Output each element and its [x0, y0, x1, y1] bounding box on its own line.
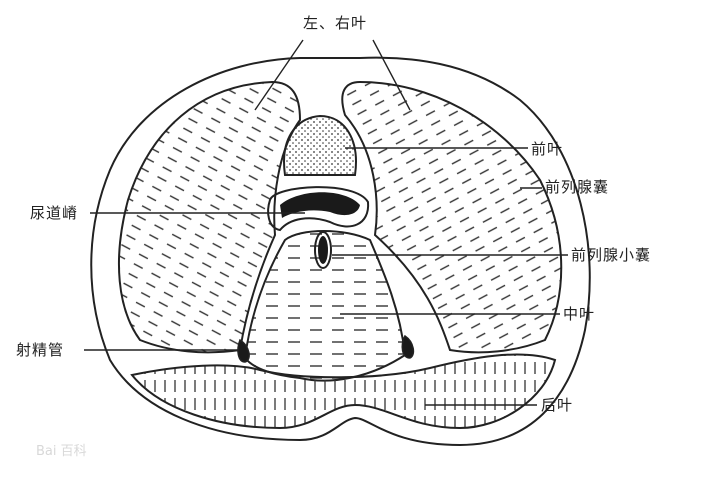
label-lateral-lobes: 左、右叶	[303, 14, 368, 32]
outer-capsule	[90, 56, 591, 447]
posterior-lobe	[130, 353, 557, 430]
leader-lines	[84, 39, 568, 406]
label-middle-lobe: 中叶	[563, 305, 596, 323]
ejaculatory-ducts	[237, 334, 415, 363]
watermark: Bai 百科	[36, 444, 87, 459]
prostatic-utricle	[314, 231, 332, 269]
label-posterior-lobe: 后叶	[541, 396, 574, 414]
middle-lobe	[243, 230, 407, 382]
urethra	[267, 186, 370, 232]
anterior-lobe	[283, 114, 357, 176]
label-anterior-lobe: 前叶	[531, 140, 564, 158]
label-prostatic-utricle: 前列腺小囊	[571, 246, 652, 264]
label-urethral-crest: 尿道嵴	[30, 204, 79, 222]
label-ejaculatory-duct: 射精管	[16, 341, 65, 359]
right-lateral-lobe	[341, 80, 563, 354]
label-prostatic-capsule: 前列腺囊	[545, 178, 610, 196]
